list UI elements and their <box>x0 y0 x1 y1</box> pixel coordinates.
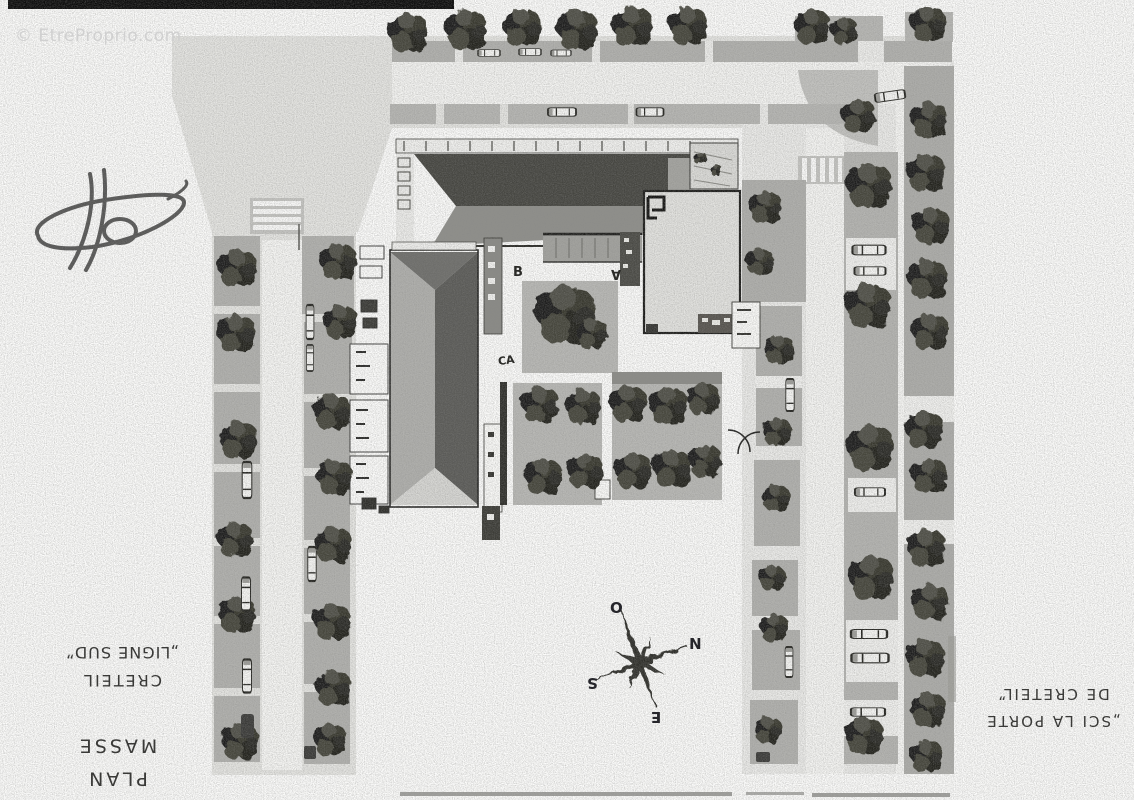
watermark: © EtreProprio.com <box>15 26 182 46</box>
label-entrance-ca: CA <box>497 352 516 369</box>
title-project: CRETEIL „LIGNE SUD” <box>42 638 202 694</box>
compass-label-west: O <box>610 598 623 616</box>
client-line2: DE CRETEIL” <box>996 685 1110 703</box>
project-subtitle: „LIGNE SUD” <box>65 643 179 662</box>
label-entrance-a: A <box>611 266 622 281</box>
drawing-title: PLAN MASSE <box>76 734 158 790</box>
label-entrance-b: B <box>513 265 523 280</box>
compass-label-east: E <box>651 708 662 726</box>
title-client: „SCI LA PORTE DE CRETEIL” <box>978 680 1128 734</box>
compass-label-south: S <box>587 674 598 692</box>
compass-label-north: N <box>689 634 702 652</box>
title-drawing: PLAN MASSE <box>42 728 192 795</box>
project-name: CRETEIL <box>82 671 162 690</box>
client-line1: „SCI LA PORTE <box>985 712 1121 730</box>
